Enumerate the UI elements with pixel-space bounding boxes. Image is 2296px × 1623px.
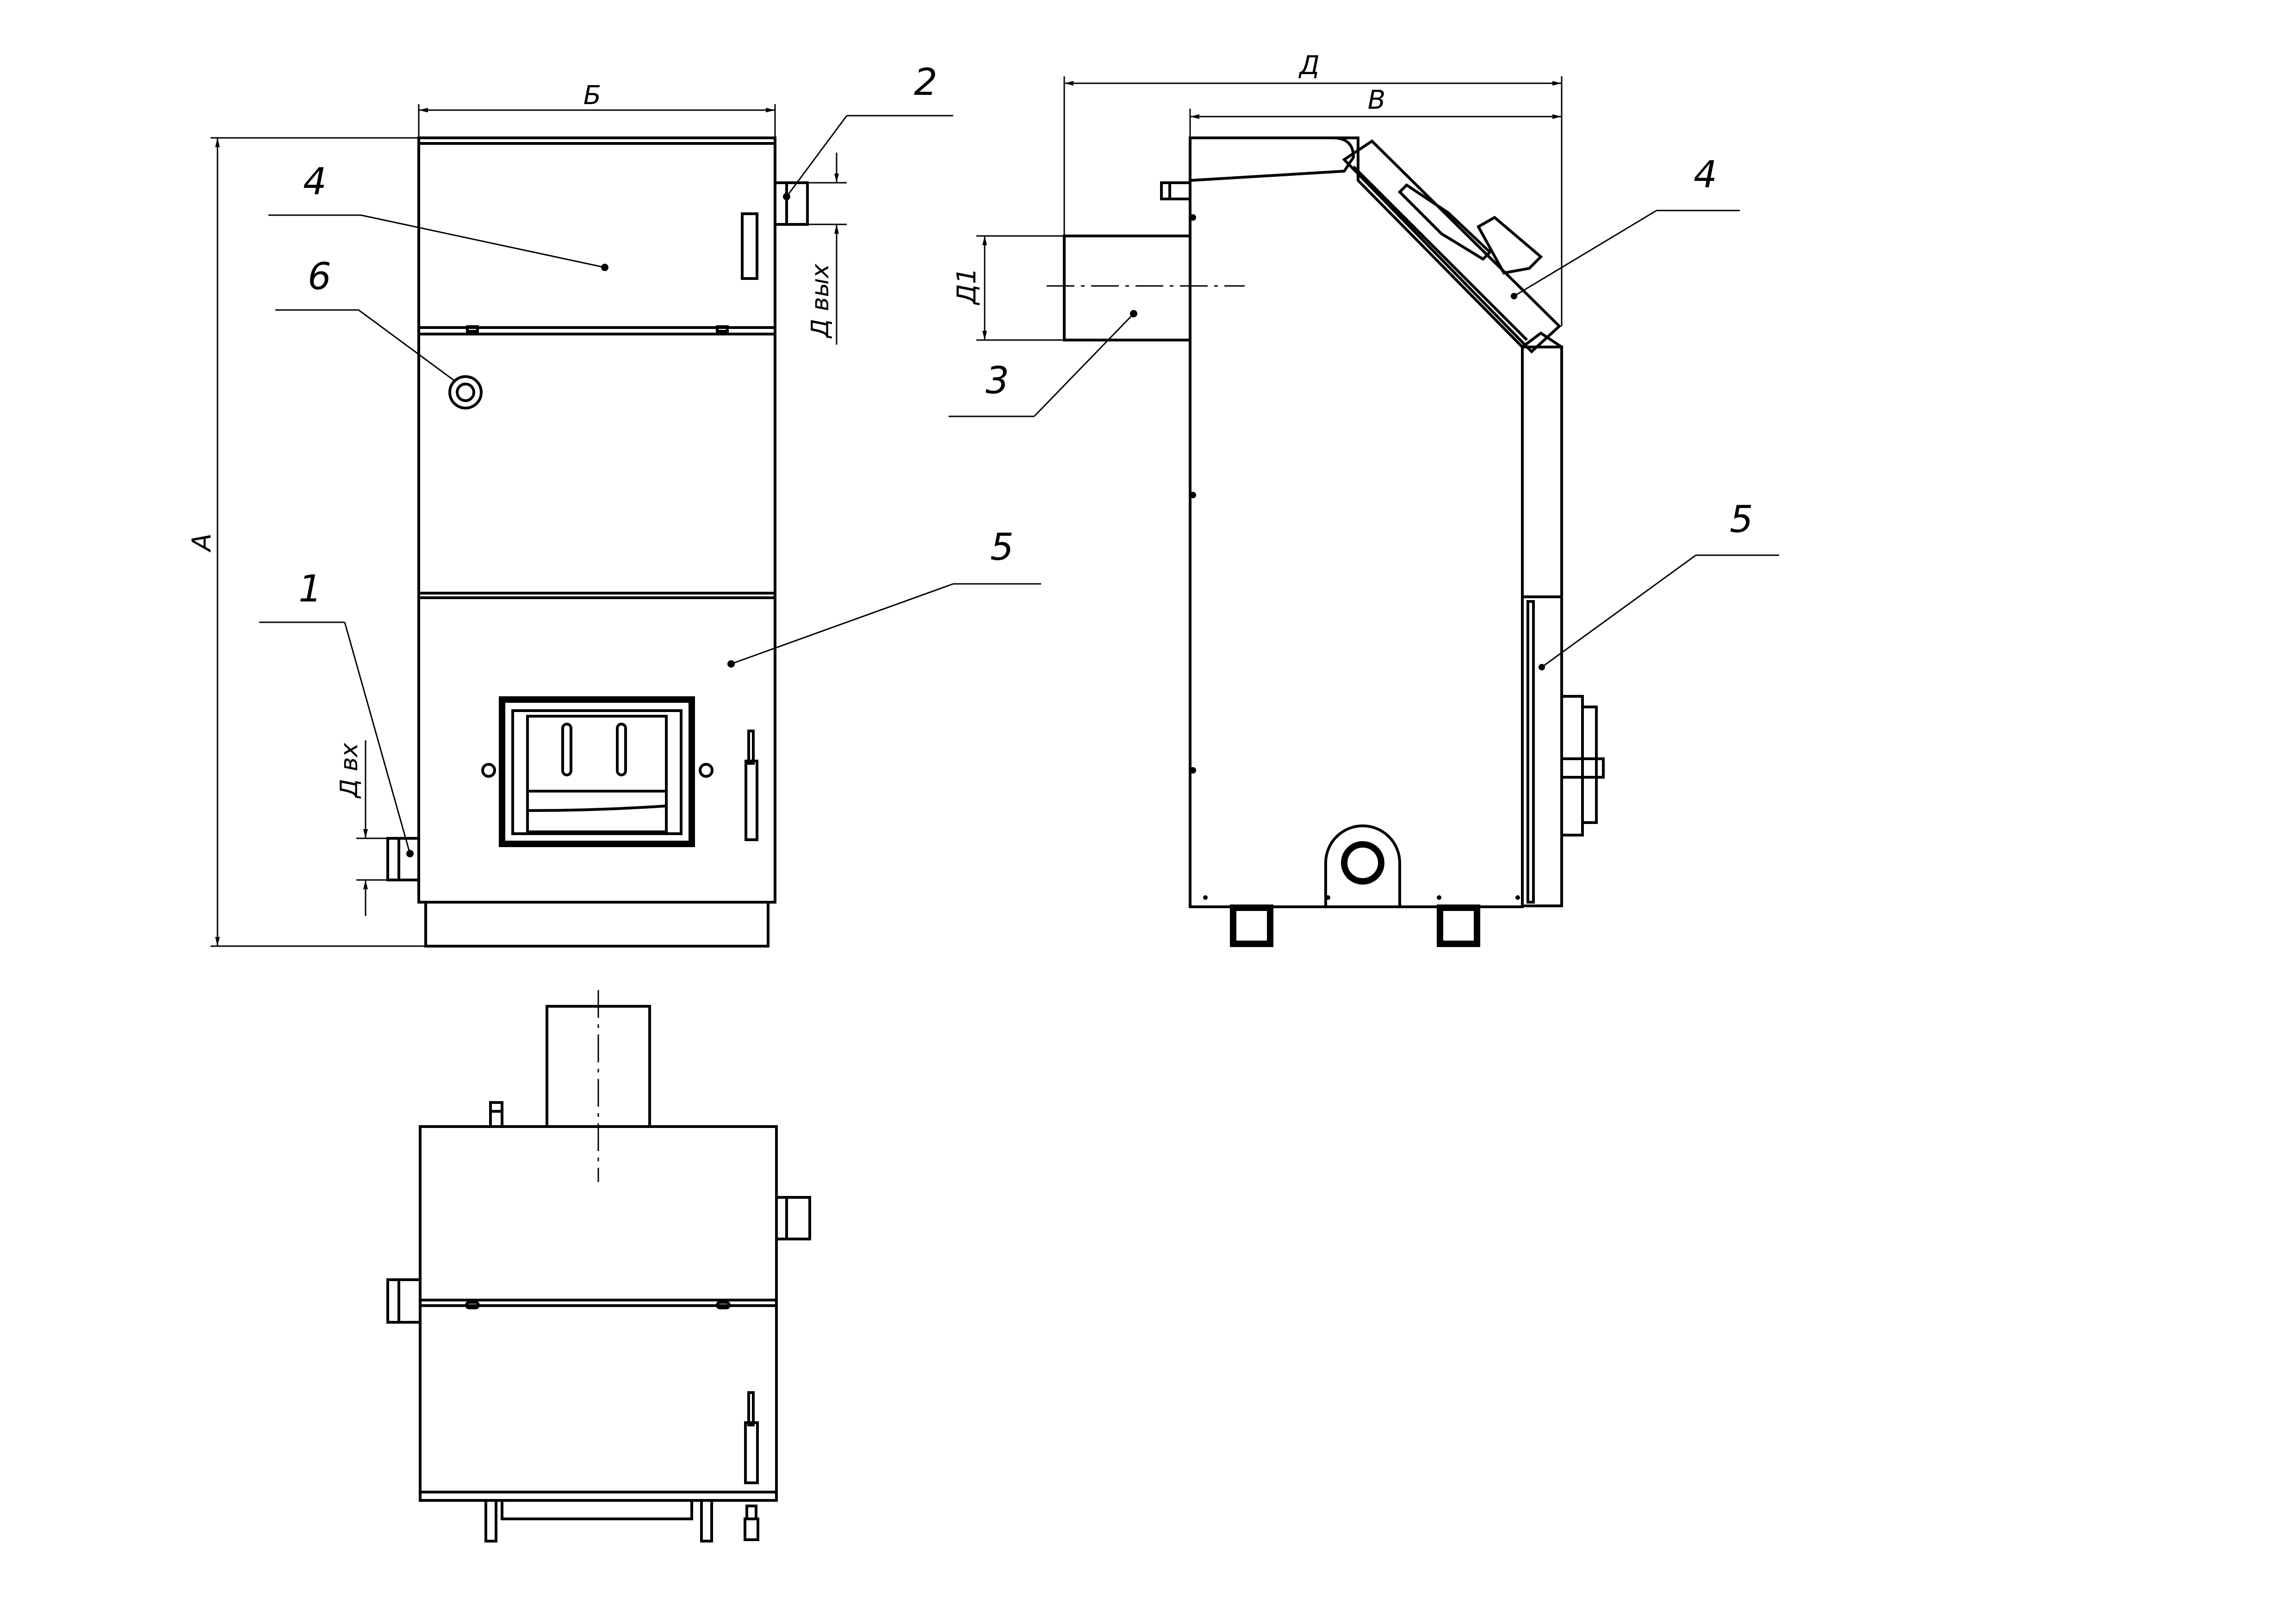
side-lower-door [1521, 595, 1605, 907]
callout-5-front: 5 [990, 526, 1014, 569]
side-callouts: 3 4 5 [949, 153, 1779, 668]
front-middle-panel [417, 333, 776, 595]
callout-1: 1 [298, 567, 322, 610]
callout-6: 6 [308, 255, 331, 298]
dim-label-depth-total: Д [1298, 50, 1320, 81]
side-view [1047, 136, 1605, 947]
dim-label-height: А [187, 533, 217, 552]
upper-door-handle [741, 212, 758, 280]
callout-4-front: 4 [303, 160, 327, 203]
top-door-handle [744, 1391, 759, 1484]
outlet-pipe [774, 181, 809, 226]
cleanout-port-icon [1324, 824, 1401, 907]
front-body [417, 136, 776, 904]
lower-door-handle [745, 730, 758, 841]
callout-3: 3 [986, 359, 1009, 402]
front-lower-door [417, 596, 776, 904]
front-callouts: 2 4 6 5 1 [259, 61, 1041, 854]
side-upper-door [1342, 139, 1562, 354]
front-view [386, 136, 809, 948]
front-base [424, 901, 769, 948]
firebox-door [499, 696, 695, 847]
dim-label-flue: Д1 [952, 267, 982, 305]
side-foot-front [1437, 904, 1480, 947]
dim-label-depth-body: В [1368, 85, 1385, 115]
callout-5-side: 5 [1730, 498, 1753, 541]
front-dimensions: Б А Д вых Д вх [187, 81, 847, 947]
callout-4-side: 4 [1694, 153, 1717, 196]
flue-pipe [1047, 235, 1245, 341]
inlet-pipe [386, 837, 420, 881]
dim-label-width: Б [583, 81, 601, 111]
top-body [419, 1125, 778, 1502]
callout-2: 2 [914, 61, 937, 104]
side-dimensions: Д В Д1 [952, 50, 1563, 341]
top-view [386, 990, 811, 1542]
dim-label-inlet: Д вх [335, 742, 363, 799]
side-foot-rear [1230, 904, 1273, 947]
sensor-icon [448, 375, 483, 409]
dim-label-outlet: Д вых [807, 263, 834, 339]
front-upper-door [417, 142, 776, 329]
